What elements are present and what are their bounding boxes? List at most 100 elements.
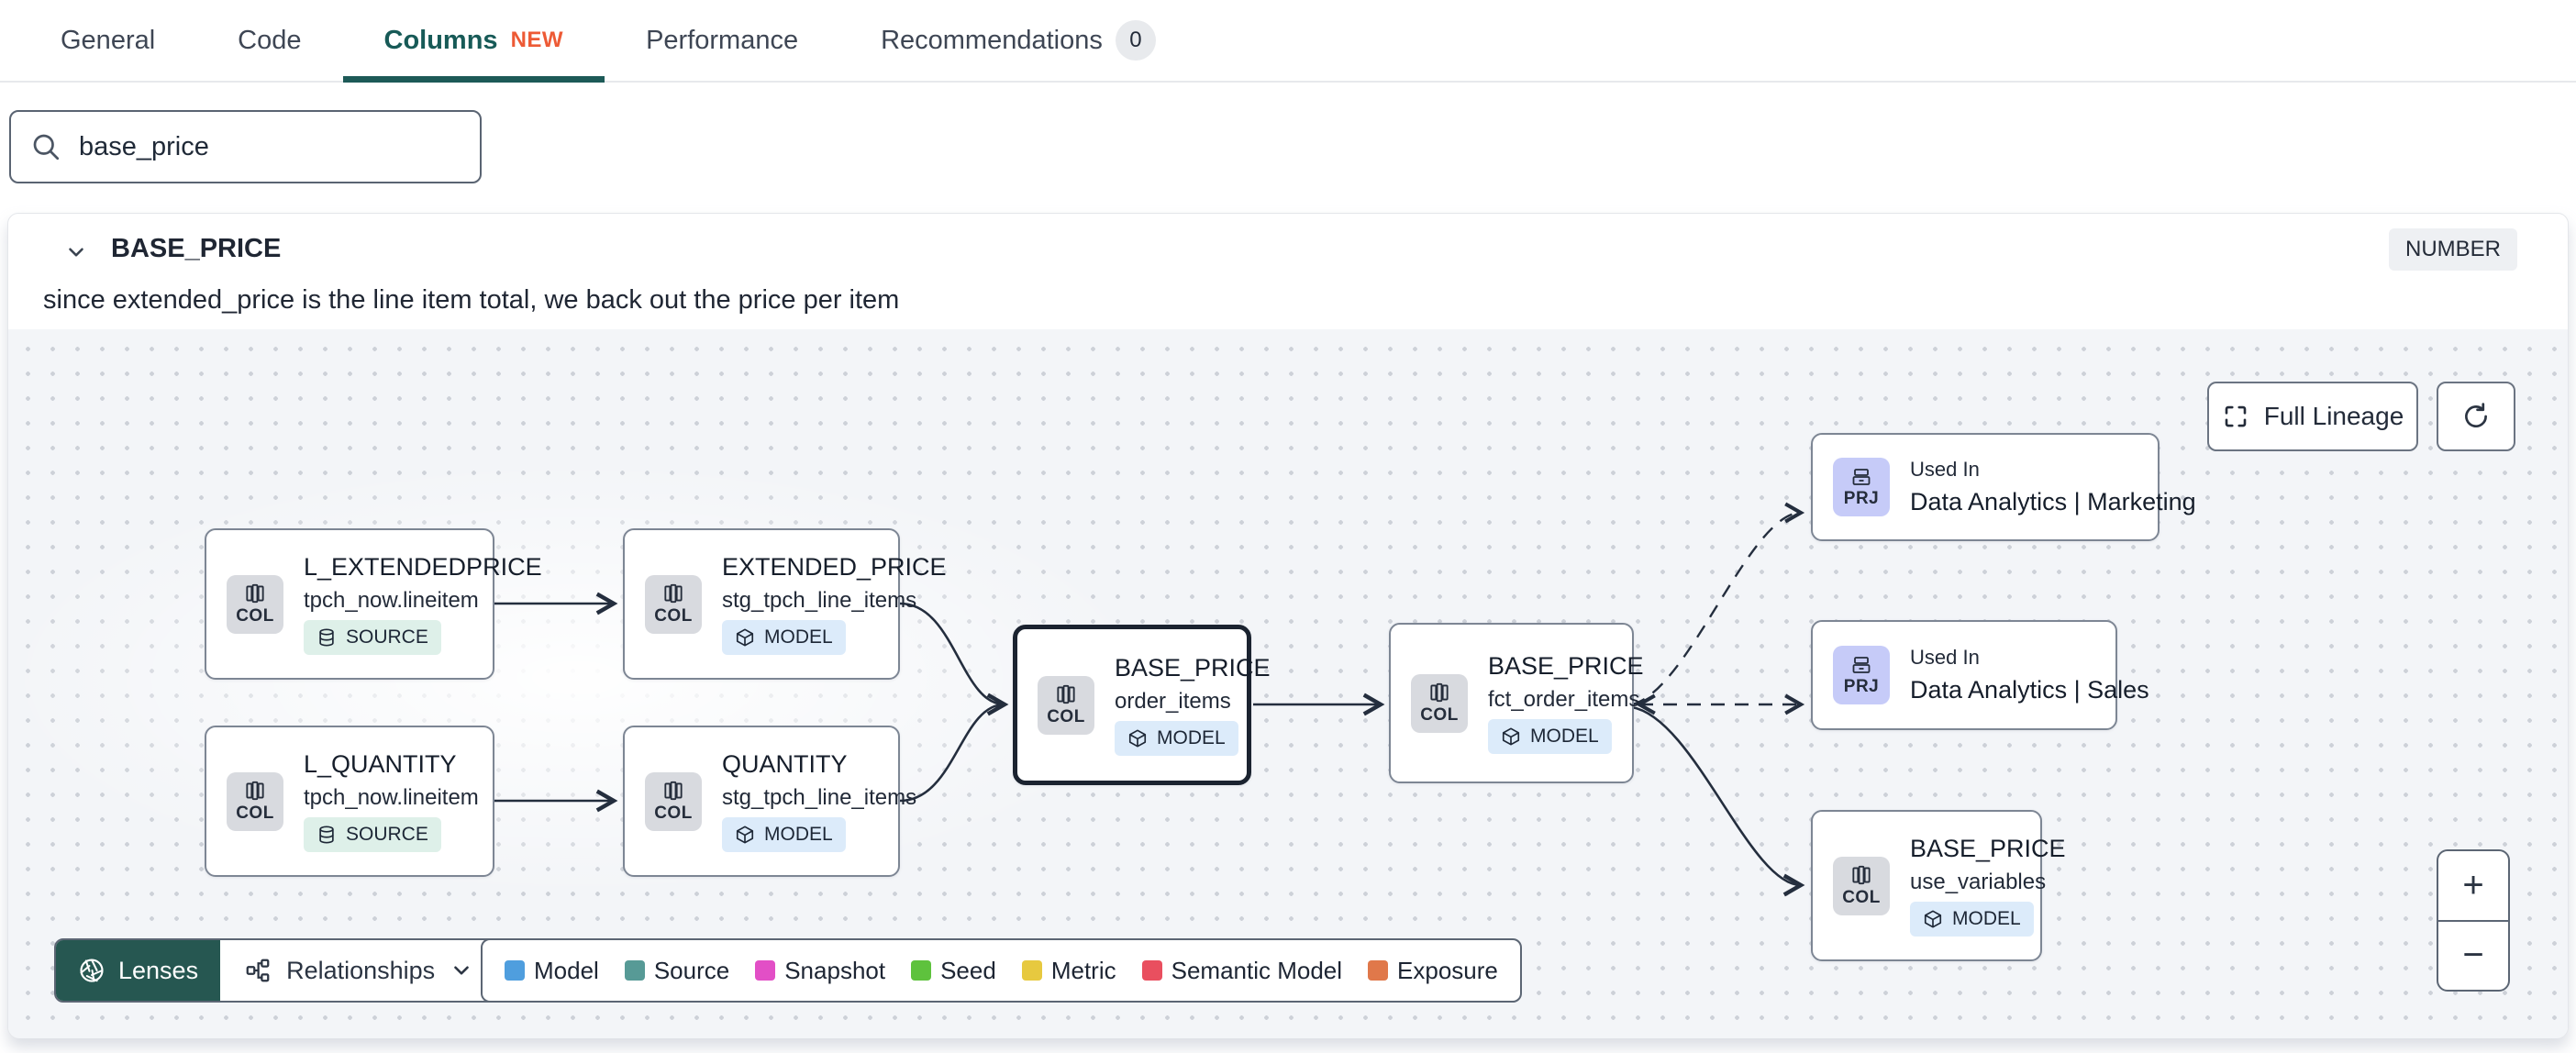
semantic-model-swatch bbox=[1141, 960, 1162, 981]
node-subtitle: stg_tpch_line_items bbox=[722, 785, 917, 810]
column-chip: COL bbox=[1411, 673, 1468, 733]
project-chip: PRJ bbox=[1833, 458, 1890, 516]
badge-label: MODEL bbox=[1530, 726, 1599, 747]
model-badge: MODEL bbox=[1910, 902, 2034, 937]
chip-label: COL bbox=[1420, 705, 1459, 725]
column-name: BASE_PRICE bbox=[111, 234, 282, 263]
lineage-node-base-price-order-items[interactable]: COL BASE_PRICE order_items MODEL bbox=[1013, 625, 1271, 785]
node-title: L_EXTENDEDPRICE bbox=[304, 553, 542, 581]
lenses-label: Lenses bbox=[118, 956, 199, 984]
zoom-out-button[interactable]: − bbox=[2462, 935, 2484, 976]
node-subtitle: order_items bbox=[1115, 689, 1231, 714]
column-chip: COL bbox=[1833, 856, 1890, 915]
lineage-node-extended-price[interactable]: COL EXTENDED_PRICE stg_tpch_line_items M… bbox=[623, 528, 947, 680]
cube-icon bbox=[735, 627, 755, 648]
search-icon bbox=[29, 130, 62, 163]
lineage-edges bbox=[494, 502, 1805, 897]
columns-icon bbox=[661, 779, 685, 803]
tab-columns[interactable]: Columns NEW bbox=[342, 0, 605, 83]
column-chip: COL bbox=[645, 771, 702, 831]
badge-label: MODEL bbox=[764, 824, 833, 845]
expand-icon bbox=[2222, 403, 2249, 430]
lenses-group: Lenses Relationships bbox=[54, 938, 500, 1003]
tab-columns-label: Columns bbox=[383, 25, 498, 55]
node-title: Data Analytics | Sales bbox=[1910, 676, 2149, 704]
project-chip: PRJ bbox=[1833, 646, 1890, 704]
cube-icon bbox=[1127, 728, 1148, 748]
type-badge: NUMBER bbox=[2388, 228, 2517, 271]
legend-label: Model bbox=[534, 956, 599, 984]
tab-recommendations[interactable]: Recommendations 0 bbox=[839, 0, 1197, 81]
refresh-button[interactable] bbox=[2437, 382, 2515, 451]
archive-icon bbox=[1850, 654, 1872, 676]
archive-icon bbox=[1850, 466, 1872, 488]
node-label: Used In bbox=[1910, 458, 1980, 481]
chip-label: PRJ bbox=[1843, 488, 1880, 508]
database-icon bbox=[316, 825, 337, 845]
exposure-swatch bbox=[1368, 960, 1389, 981]
legend-label: Seed bbox=[940, 956, 996, 984]
column-chip: COL bbox=[1038, 675, 1094, 735]
collapse-button[interactable] bbox=[60, 236, 93, 269]
lineage-node-base-price-use-variables[interactable]: COL BASE_PRICE use_variables MODEL bbox=[1811, 810, 2066, 961]
node-title: EXTENDED_PRICE bbox=[722, 553, 947, 581]
legend-item-exposure: Exposure bbox=[1368, 957, 1498, 985]
column-search bbox=[9, 110, 482, 183]
tab-code[interactable]: Code bbox=[196, 0, 342, 81]
legend-item-metric: Metric bbox=[1021, 956, 1116, 985]
tab-performance[interactable]: Performance bbox=[605, 0, 839, 81]
node-subtitle: use_variables bbox=[1910, 870, 2047, 894]
source-badge: SOURCE bbox=[304, 620, 441, 655]
model-swatch bbox=[505, 960, 525, 981]
columns-icon bbox=[243, 582, 267, 605]
node-subtitle: fct_order_items bbox=[1488, 687, 1640, 712]
refresh-icon bbox=[2460, 401, 2492, 432]
badge-label: MODEL bbox=[1952, 908, 2021, 929]
node-title: L_QUANTITY bbox=[304, 750, 457, 778]
badge-label: MODEL bbox=[764, 626, 833, 648]
lineage-node-quantity[interactable]: COL QUANTITY stg_tpch_line_items MODEL bbox=[623, 726, 916, 877]
legend-label: Semantic Model bbox=[1171, 956, 1343, 984]
new-badge: NEW bbox=[510, 28, 564, 52]
node-title: Data Analytics | Marketing bbox=[1910, 488, 2196, 515]
relationships-label: Relationships bbox=[286, 956, 436, 984]
legend-label: Exposure bbox=[1397, 956, 1498, 984]
model-badge: MODEL bbox=[722, 620, 846, 655]
lineage-node-l-extendedprice[interactable]: COL L_EXTENDEDPRICE tpch_now.lineitem SO… bbox=[205, 528, 542, 680]
node-title: QUANTITY bbox=[722, 750, 848, 778]
legend-label: Metric bbox=[1050, 956, 1116, 984]
lenses-button[interactable]: Lenses bbox=[56, 940, 221, 1001]
node-subtitle: stg_tpch_line_items bbox=[722, 588, 917, 613]
legend-item-seed: Seed bbox=[911, 957, 996, 985]
badge-label: SOURCE bbox=[346, 824, 428, 845]
full-lineage-button[interactable]: Full Lineage bbox=[2207, 382, 2418, 451]
lineage-node-l-quantity[interactable]: COL L_QUANTITY tpch_now.lineitem SOURCE bbox=[205, 726, 494, 877]
chip-label: COL bbox=[654, 606, 693, 626]
aperture-icon bbox=[78, 957, 105, 984]
lineage-legend: Model Source Snapshot Seed Metric Semant… bbox=[481, 938, 1522, 1003]
tab-general[interactable]: General bbox=[19, 0, 196, 81]
zoom-in-button[interactable]: + bbox=[2438, 851, 2508, 922]
columns-icon bbox=[661, 582, 685, 605]
source-badge: SOURCE bbox=[304, 817, 441, 852]
search-input[interactable] bbox=[79, 131, 461, 162]
lineage-canvas[interactable]: COL L_EXTENDEDPRICE tpch_now.lineitem SO… bbox=[8, 329, 2568, 1038]
columns-icon bbox=[1427, 681, 1451, 704]
relationships-dropdown[interactable]: Relationships bbox=[220, 940, 498, 1001]
lineage-node-used-in-marketing[interactable]: PRJ Used In Data Analytics | Marketing bbox=[1811, 433, 2196, 541]
legend-item-source: Source bbox=[624, 957, 729, 985]
chip-label: COL bbox=[236, 606, 274, 626]
legend-item-model: Model bbox=[505, 957, 599, 985]
lineage-node-base-price-fct-order-items[interactable]: COL BASE_PRICE fct_order_items MODEL bbox=[1389, 623, 1644, 783]
chip-label: PRJ bbox=[1843, 676, 1880, 696]
model-badge: MODEL bbox=[722, 817, 846, 852]
seed-swatch bbox=[911, 960, 932, 981]
lineage-node-used-in-sales[interactable]: PRJ Used In Data Analytics | Sales bbox=[1811, 620, 2149, 730]
chevron-down-icon bbox=[64, 240, 88, 264]
node-title: BASE_PRICE bbox=[1488, 652, 1644, 680]
node-subtitle: tpch_now.lineitem bbox=[304, 588, 479, 613]
model-badge: MODEL bbox=[1115, 721, 1238, 756]
tab-performance-label: Performance bbox=[646, 25, 799, 55]
zoom-controls: + − bbox=[2437, 849, 2510, 992]
database-icon bbox=[316, 627, 337, 648]
